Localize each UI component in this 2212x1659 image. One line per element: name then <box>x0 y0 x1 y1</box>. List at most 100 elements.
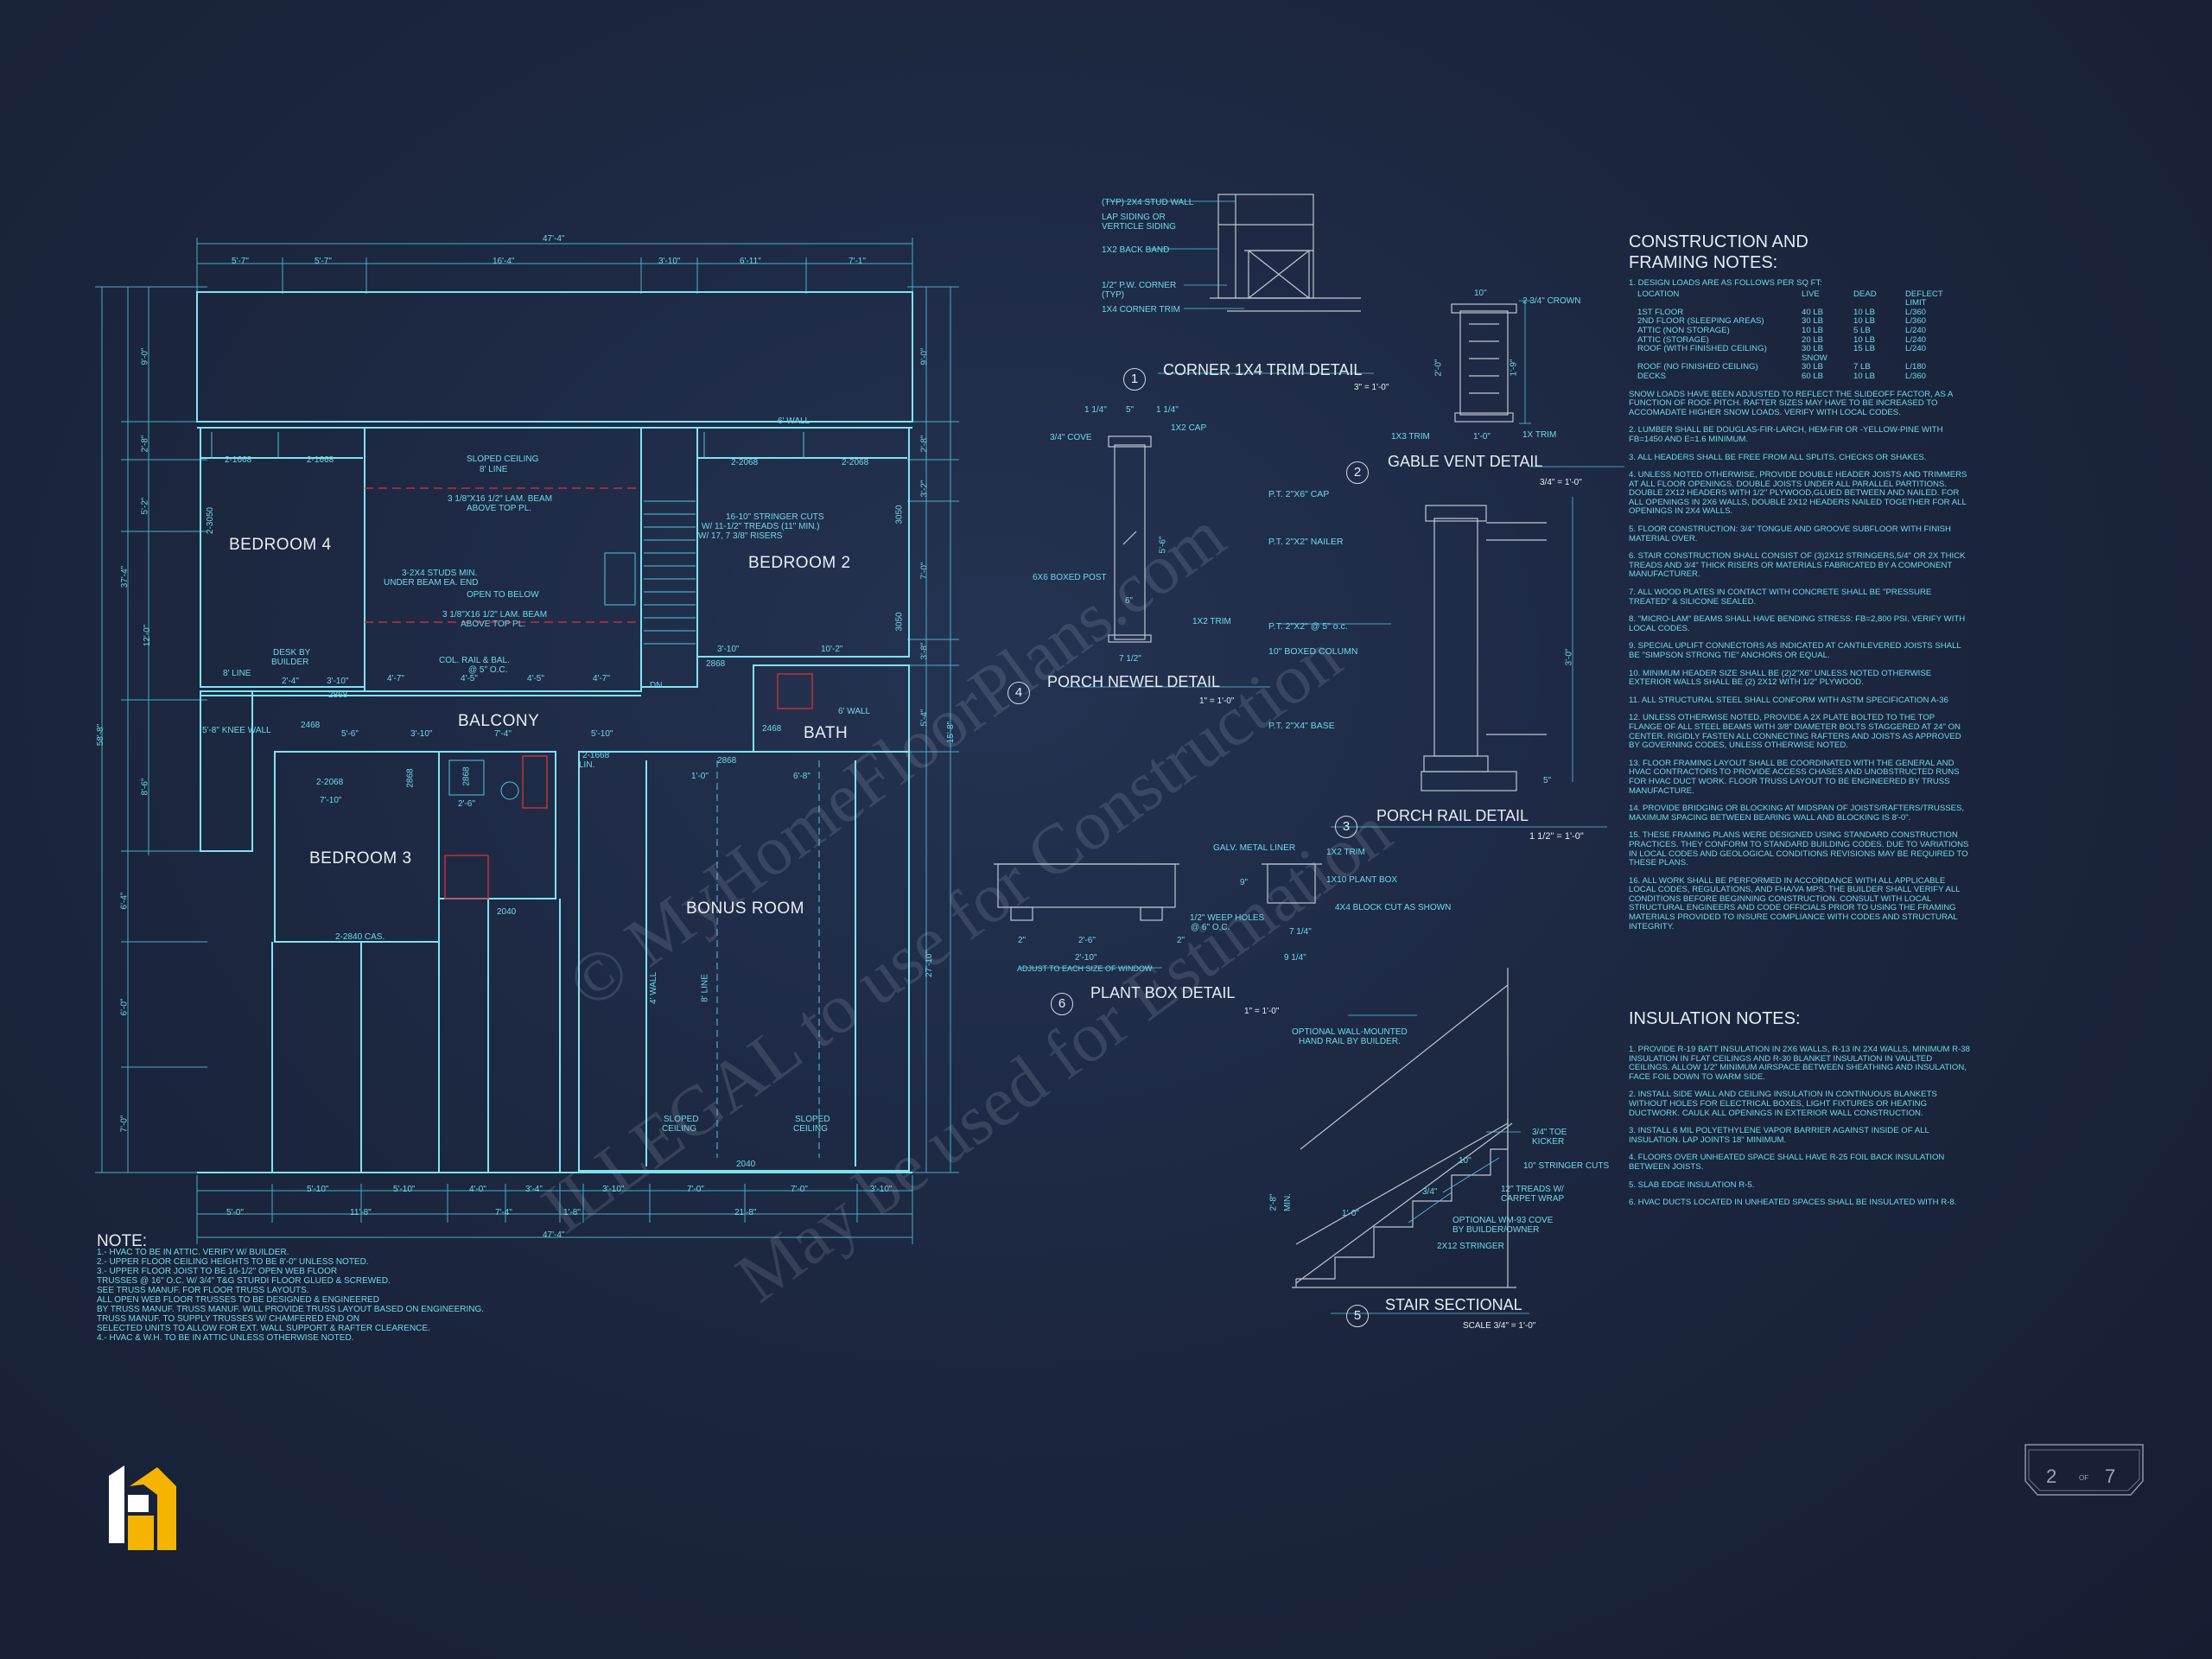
dim-left: 6'-0" <box>119 998 130 1016</box>
detail-2-scale: 3/4" = 1'-0" <box>1540 478 1582 487</box>
door-label: 2468 <box>301 721 321 730</box>
room-bedroom-3: BEDROOM 3 <box>309 849 412 868</box>
dim-top: 3'-10" <box>658 257 681 266</box>
dim-bottom: 11'-8" <box>350 1208 372 1217</box>
loads-header-cell: LIVE <box>1802 289 1820 299</box>
construction-heading: CONSTRUCTION AND FRAMING NOTES: <box>1629 232 1808 273</box>
dim-bottom: 7'-0" <box>791 1185 808 1194</box>
plan-note-line: TRUSSES @ 16" O.C. W/ 3/4" T&G STURDI FL… <box>97 1276 391 1286</box>
d5-label: MIN. <box>1283 1192 1294 1212</box>
label-beam: ABOVE TOP PL. <box>461 620 526 629</box>
dim-top: 16'-4" <box>493 257 515 266</box>
dim-misc: 3'-10" <box>717 645 740 654</box>
dim-bottom: 1'-8" <box>563 1208 581 1217</box>
door-label: 2-2068 <box>731 458 759 467</box>
dim-bottom: 3'-10" <box>870 1185 893 1194</box>
dim-bottom: 5'-10" <box>307 1185 329 1194</box>
label-sloped-ceiling: CEILING <box>793 1124 829 1134</box>
dim-left: 6'-4" <box>119 892 130 910</box>
door-label: 2868 <box>461 766 472 786</box>
detail-2-title: GABLE VENT DETAIL <box>1388 453 1543 470</box>
d5-label: 12" TREADS W/ <box>1501 1185 1564 1194</box>
construction-note: 11. ALL STRUCTURAL STEEL SHALL CONFORM W… <box>1629 695 1948 705</box>
detail-5-number: 5 <box>1346 1305 1369 1327</box>
d4-label: 5" <box>1126 405 1135 415</box>
door-label: 2868 <box>717 756 737 766</box>
door-label: 2-1668 <box>582 751 610 760</box>
dim-right: 3'-8" <box>919 642 930 660</box>
dim-bottom: 3'-4" <box>525 1185 543 1194</box>
dim-bottom: 21'-8" <box>734 1208 757 1217</box>
d6-label: 2" <box>1177 936 1185 945</box>
d5-label: HAND RAIL BY BUILDER. <box>1299 1037 1401 1046</box>
insulation-note: 2. INSTALL SIDE WALL AND CEILING INSULAT… <box>1629 1090 1937 1118</box>
label-6-wall: 6' WALL <box>778 416 810 426</box>
detail-1-number: 1 <box>1123 368 1146 391</box>
label-desk: DESK BY <box>273 648 311 658</box>
label-studs: 3-2X4 STUDS MIN. <box>402 569 478 578</box>
dim-right: 5'-4" <box>919 709 930 727</box>
d4-label: 7 1/2" <box>1119 654 1141 664</box>
detail-6-scale: 1" = 1'-0" <box>1244 1007 1280 1016</box>
construction-note: 5. FLOOR CONSTRUCTION: 3/4" TONGUE AND G… <box>1629 524 1951 543</box>
dim-left-overall: 37'-4" <box>120 565 130 588</box>
door-label: 2-1668 <box>225 455 252 465</box>
construction-note: 7. ALL WOOD PLATES IN CONTACT WITH CONCR… <box>1629 588 1932 607</box>
dim-left: 5'-2" <box>140 497 150 515</box>
d6-label: GALV. METAL LINER <box>1213 843 1296 853</box>
page-total: 7 <box>2105 1465 2116 1487</box>
construction-note: 12. UNLESS OTHERWISE NOTED, PROVIDE A 2X… <box>1629 713 1961 751</box>
label-desk: BUILDER <box>271 658 309 667</box>
detail-4-title: PORCH NEWEL DETAIL <box>1047 673 1221 690</box>
label-open-below: OPEN TO BELOW <box>467 590 539 600</box>
insulation-note: 6. HVAC DUCTS LOCATED IN UNHEATED SPACES… <box>1629 1198 1957 1208</box>
detail-6-number: 6 <box>1051 993 1073 1015</box>
door-label: 2040 <box>497 907 517 917</box>
insulation-note: 3. INSTALL 6 MIL POLYETHYLENE VAPOR BARR… <box>1629 1126 1929 1145</box>
page-current: 2 <box>2046 1465 2057 1487</box>
dim-left-outer: 58'-8" <box>96 723 106 747</box>
door-label: 3050 <box>894 505 905 524</box>
detail-1-title: CORNER 1X4 TRIM DETAIL <box>1163 361 1363 378</box>
room-bedroom-2: BEDROOM 2 <box>748 554 851 572</box>
loads-header-cell: LOCATION <box>1637 289 1680 299</box>
d1-label: LAP SIDING OR <box>1102 213 1166 222</box>
detail-5-title: STAIR SECTIONAL <box>1385 1296 1522 1313</box>
door-label: 2868 <box>328 690 348 700</box>
dim-misc: 7'-10" <box>320 796 342 805</box>
label-stringer: 16-10" STRINGER CUTS <box>726 512 824 522</box>
detail-3-scale: 1 1/2" = 1'-0" <box>1529 831 1584 842</box>
d6-label: 1X2 TRIM <box>1326 848 1365 857</box>
page-of: OF <box>2079 1474 2089 1482</box>
dim-bottom: 7'-0" <box>687 1185 704 1194</box>
door-label: 2040 <box>736 1160 756 1169</box>
d6-label: 4X4 BLOCK CUT AS SHOWN <box>1335 903 1452 912</box>
dim-top: 5'-7" <box>315 257 332 266</box>
dim-bottom: 3'-10" <box>602 1185 625 1194</box>
dim-top: 7'-1" <box>849 257 866 266</box>
construction-note: 6. STAIR CONSTRUCTION SHALL CONSIST OF (… <box>1629 551 1966 580</box>
detail-4-number: 4 <box>1007 682 1030 704</box>
dim-overall-bottom: 47'-4" <box>543 1230 565 1240</box>
label-col-rail: COL. RAIL & BAL. <box>439 656 510 665</box>
plan-note-heading: NOTE: <box>97 1232 148 1250</box>
dim-misc: 4'-5" <box>461 674 478 683</box>
construction-note: SNOW LOADS HAVE BEEN ADJUSTED TO REFLECT… <box>1629 389 1953 417</box>
d3-label: 10" BOXED COLUMN <box>1268 646 1358 657</box>
d2-label: 1X3 TRIM <box>1391 432 1430 442</box>
dim-misc: 6'-8" <box>793 772 810 781</box>
plan-note-lines: 1.- HVAC TO BE IN ATTIC. VERIFY W/ BUILD… <box>97 1248 484 1343</box>
room-bedroom-4: BEDROOM 4 <box>229 536 332 554</box>
dim-misc: 2'-6" <box>458 799 475 809</box>
room-bath: BATH <box>804 724 849 742</box>
dim-top: 5'-7" <box>232 257 249 266</box>
loads-table-header: LOCATION LIVE DEAD DEFLECT LIMIT <box>1637 289 1970 308</box>
label-sloped-ceiling: CEILING <box>662 1124 697 1134</box>
loads-header-cell: DEFLECT LIMIT <box>1905 289 1943 308</box>
construction-heading-line-1: CONSTRUCTION AND <box>1629 232 1808 251</box>
room-balcony: BALCONY <box>458 712 540 730</box>
